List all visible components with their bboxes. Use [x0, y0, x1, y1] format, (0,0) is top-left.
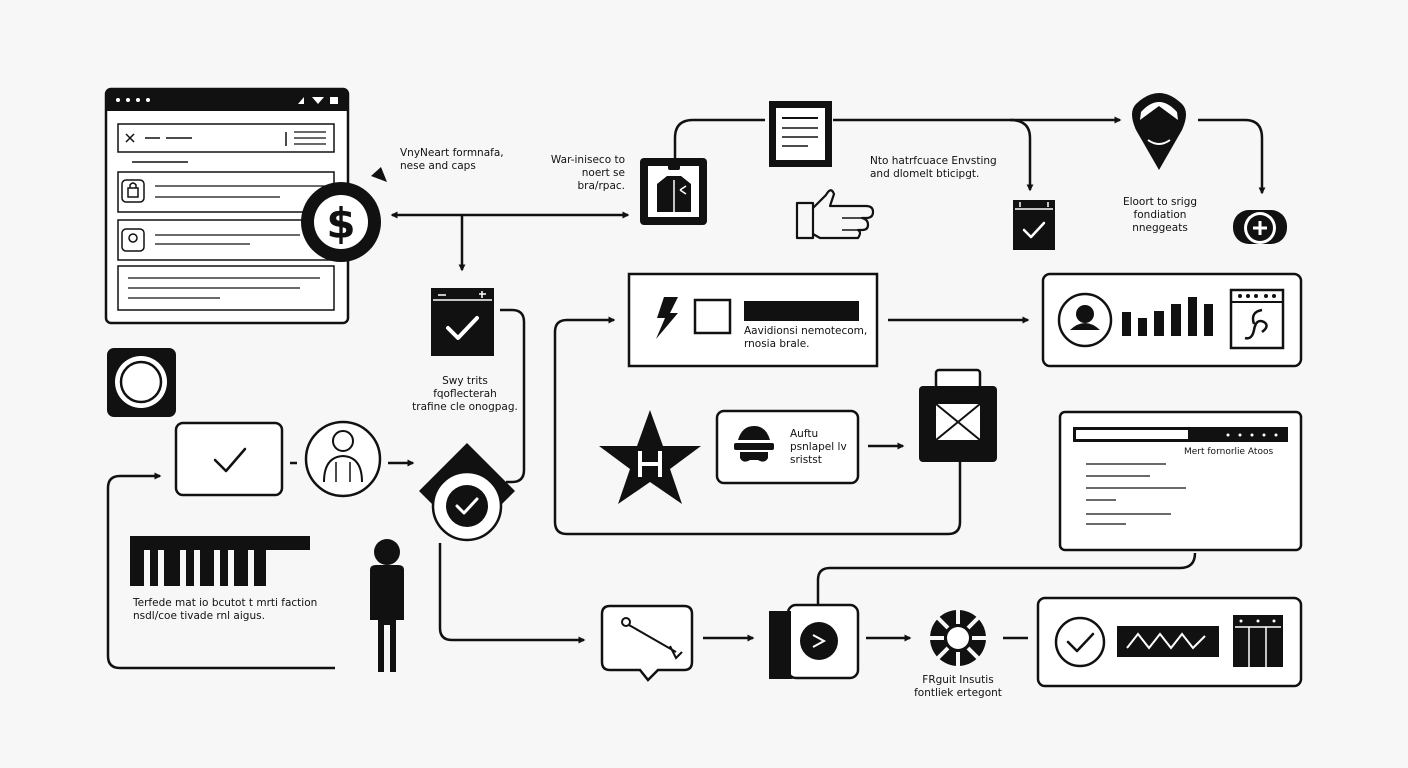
chat-bubble-icon [600, 604, 694, 682]
label-calendar-note: Swy trits fqoflecterah trafine cle onogp… [412, 375, 518, 413]
envelope-icon [919, 368, 997, 462]
bar-chart-panel [1041, 272, 1303, 368]
lightning-icon [656, 297, 678, 339]
gear-icon [930, 610, 986, 666]
connector-cal-diamond [500, 308, 526, 484]
label-document-title: Mert fornorlie Atoos [1184, 447, 1274, 457]
waveform-panel [1036, 596, 1303, 688]
calendar-icon [1013, 200, 1055, 250]
label-foundation-note: Eloort to srigg fondiation nneggeats [1122, 196, 1198, 234]
jacket-icon [640, 158, 707, 225]
hat-icon [734, 426, 774, 462]
label-format-note: VnyNeart formnafa, nese and caps [400, 147, 504, 172]
label-hat-panel: Auftu psnlapel lv sristst [790, 428, 847, 466]
bar-chart-icon [1122, 297, 1213, 336]
record-button-icon [107, 348, 176, 417]
label-gear-caption: FRguit Insutis fontliek ertegont [914, 674, 1002, 699]
checkmark-box [174, 421, 284, 497]
user-icon [304, 420, 382, 498]
connectors [106, 116, 1266, 670]
text-document-panel [1058, 410, 1303, 552]
person-icon [370, 539, 404, 672]
cursor-icon [371, 167, 387, 182]
plus-icon [1233, 210, 1287, 244]
star-icon [599, 410, 701, 504]
label-warning-note: War-iniseco to noert se bra/rpac. [550, 154, 625, 192]
diamond-check-icon [419, 443, 515, 542]
map-pin-face-icon [1132, 93, 1186, 170]
logo-blocks [130, 536, 310, 586]
connector-pin-plus [1198, 118, 1266, 195]
label-panel-text: Aavidionsi nemotecom, rnosia brale. [744, 325, 868, 350]
hat-panel [715, 409, 860, 485]
connector-panel-terminal [816, 552, 1197, 608]
connector-diamond-chat [438, 543, 586, 644]
document-icon [769, 101, 832, 167]
label-logo-caption: Terfede mat io bcutot t mrti faction nsd… [133, 597, 318, 622]
connector-loop-check [106, 472, 335, 670]
browser-window [104, 87, 350, 325]
waveform-icon [1117, 626, 1219, 657]
calendar-check-icon [431, 288, 494, 356]
dollar-icon: $ [301, 182, 381, 262]
connector-to-cal2 [1009, 118, 1034, 192]
terminal-icon [769, 603, 860, 680]
lightning-panel [627, 272, 879, 368]
connector-doc-jacket [673, 118, 765, 158]
label-investing-note: Nto hatrfcuace Envsting and dlomelt btic… [870, 155, 997, 180]
svg-text:$: $ [326, 199, 355, 248]
hand-pointing-icon [795, 189, 875, 240]
connector-loop-panel [553, 316, 962, 536]
